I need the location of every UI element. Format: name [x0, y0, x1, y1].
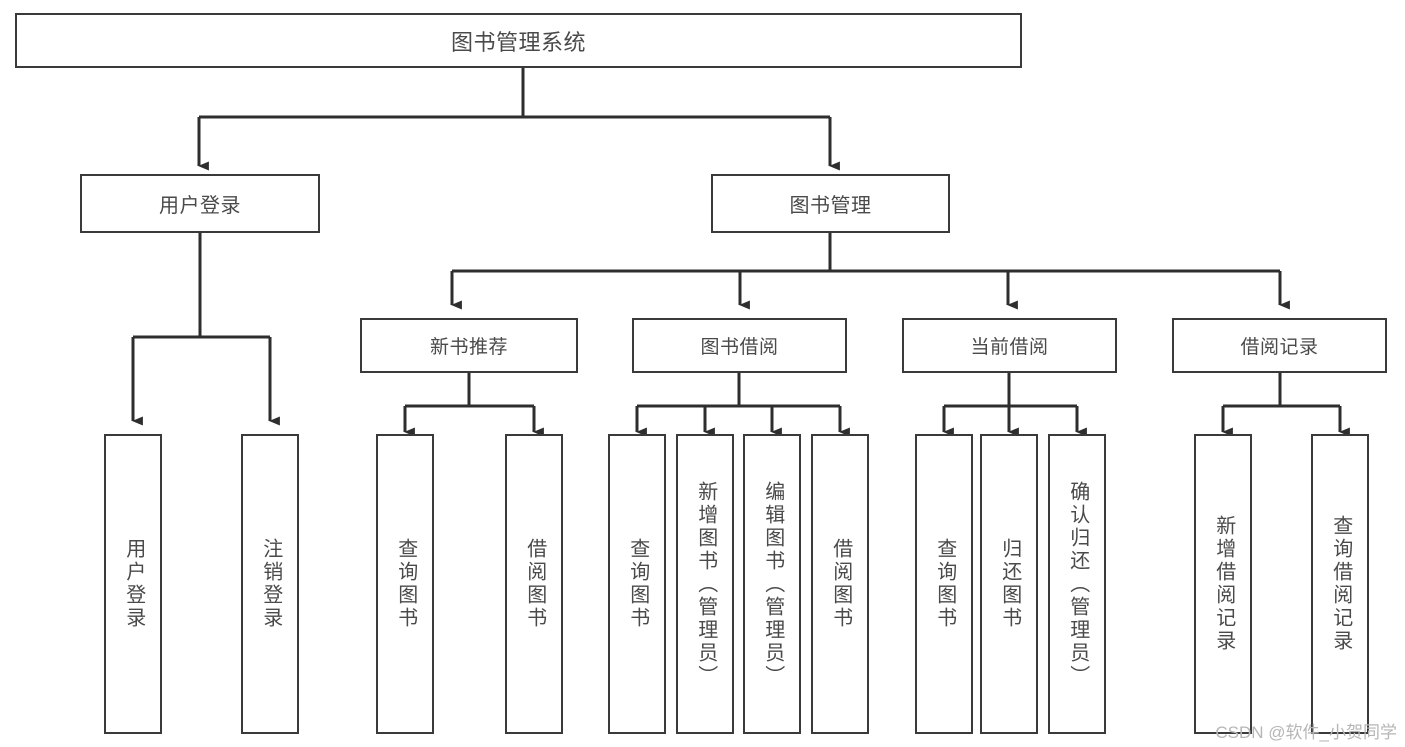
watermark-text: CSDN @软件_小贺同学	[1215, 723, 1397, 742]
leaf-return-book-label: 归还图书	[998, 538, 1021, 630]
leaf-add-book-label: 新增图书（管理员）	[694, 480, 717, 688]
node-book-borrow[interactable]: 图书借阅	[632, 318, 847, 373]
leaf-confirm-return[interactable]: 确认归还（管理员）	[1048, 434, 1106, 734]
leaf-query-book-3[interactable]: 查询图书	[915, 434, 973, 734]
leaf-query-record[interactable]: 查询借阅记录	[1311, 434, 1369, 734]
leaf-query-book-3-label: 查询图书	[933, 538, 956, 630]
leaf-user-login-label: 用户登录	[122, 538, 145, 630]
node-book-manage-label: 图书管理	[789, 195, 872, 217]
node-root-label: 图书管理系统	[450, 29, 586, 55]
node-root[interactable]: 图书管理系统	[15, 13, 1022, 68]
node-current-borrow-label: 当前借阅	[970, 337, 1049, 358]
leaf-edit-book-label: 编辑图书（管理员）	[761, 480, 784, 688]
node-current-borrow[interactable]: 当前借阅	[902, 318, 1117, 373]
leaf-add-record-label: 新增借阅记录	[1212, 515, 1235, 653]
node-borrow-record[interactable]: 借阅记录	[1172, 318, 1387, 373]
leaf-borrow-book-2[interactable]: 借阅图书	[811, 434, 869, 734]
leaf-user-login[interactable]: 用户登录	[104, 434, 162, 734]
leaf-query-book-2[interactable]: 查询图书	[608, 434, 666, 734]
leaf-borrow-book-1-label: 借阅图书	[523, 538, 546, 630]
leaf-query-book-2-label: 查询图书	[626, 538, 649, 630]
node-user-login[interactable]: 用户登录	[80, 174, 320, 233]
leaf-user-logout-label: 注销登录	[259, 538, 282, 630]
node-new-book-rec-label: 新书推荐	[429, 337, 508, 358]
node-borrow-record-label: 借阅记录	[1240, 337, 1319, 358]
node-user-login-label: 用户登录	[159, 195, 241, 217]
leaf-borrow-book-2-label: 借阅图书	[829, 538, 852, 630]
leaf-query-record-label: 查询借阅记录	[1329, 515, 1352, 653]
node-new-book-rec[interactable]: 新书推荐	[360, 318, 578, 373]
leaf-edit-book[interactable]: 编辑图书（管理员）	[743, 434, 801, 734]
leaf-query-book-1[interactable]: 查询图书	[376, 434, 434, 734]
leaf-return-book[interactable]: 归还图书	[980, 434, 1038, 734]
leaf-confirm-return-label: 确认归还（管理员）	[1066, 480, 1089, 688]
leaf-add-book[interactable]: 新增图书（管理员）	[676, 434, 734, 734]
leaf-user-logout[interactable]: 注销登录	[241, 434, 299, 734]
leaf-add-record[interactable]: 新增借阅记录	[1194, 434, 1252, 734]
node-book-borrow-label: 图书借阅	[700, 337, 779, 358]
leaf-query-book-1-label: 查询图书	[394, 538, 417, 630]
leaf-borrow-book-1[interactable]: 借阅图书	[505, 434, 563, 734]
node-book-manage[interactable]: 图书管理	[711, 174, 950, 233]
